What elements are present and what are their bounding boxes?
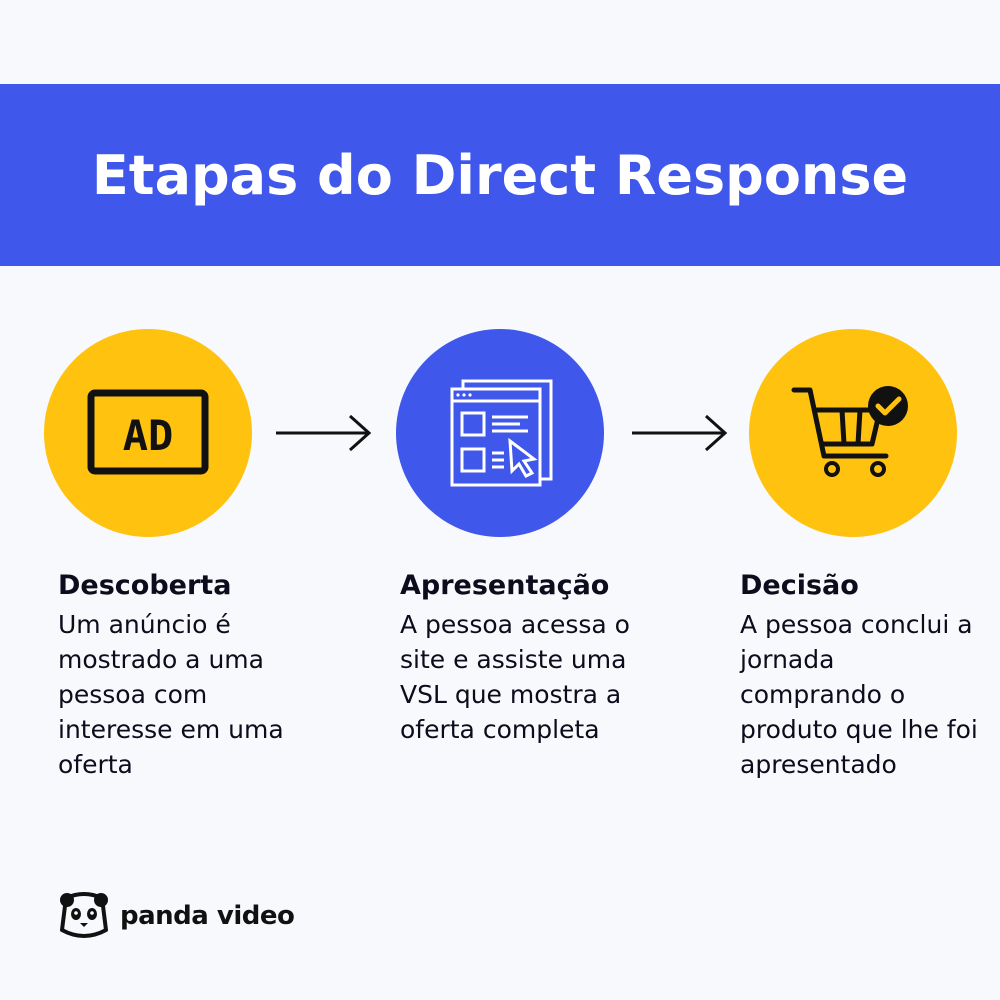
cart-check-icon: [791, 386, 908, 477]
step-title: Descoberta: [58, 570, 232, 601]
ad-label: AD: [123, 411, 174, 460]
step-title: Decisão: [740, 570, 859, 601]
step-circle-presentation: [396, 329, 604, 537]
ad-icon: AD: [87, 389, 209, 475]
arrow-right-icon: [632, 414, 728, 452]
arrow-right-icon: [276, 414, 372, 452]
panda-logo-icon: [60, 892, 108, 938]
step-circle-discovery: AD: [44, 329, 252, 537]
title-banner: Etapas do Direct Response: [0, 84, 1000, 266]
brand-name: panda video: [120, 901, 295, 931]
page-title: Etapas do Direct Response: [91, 143, 909, 207]
webpage-click-icon: [450, 379, 553, 487]
brand-logo: panda video: [58, 890, 295, 942]
step-decision: Decisão A pessoa conclui a jornada compr…: [740, 570, 1000, 782]
step-description: A pessoa acessa o site e assiste uma VSL…: [400, 610, 630, 744]
step-discovery: Descoberta Um anúncio é mostrado a uma p…: [58, 570, 318, 782]
step-description: A pessoa conclui a jornada comprando o p…: [740, 610, 978, 779]
step-title: Apresentação: [400, 570, 610, 601]
step-circle-decision: [749, 329, 957, 537]
step-description: Um anúncio é mostrado a uma pessoa com i…: [58, 610, 284, 779]
step-presentation: Apresentação A pessoa acessa o site e as…: [400, 570, 660, 747]
